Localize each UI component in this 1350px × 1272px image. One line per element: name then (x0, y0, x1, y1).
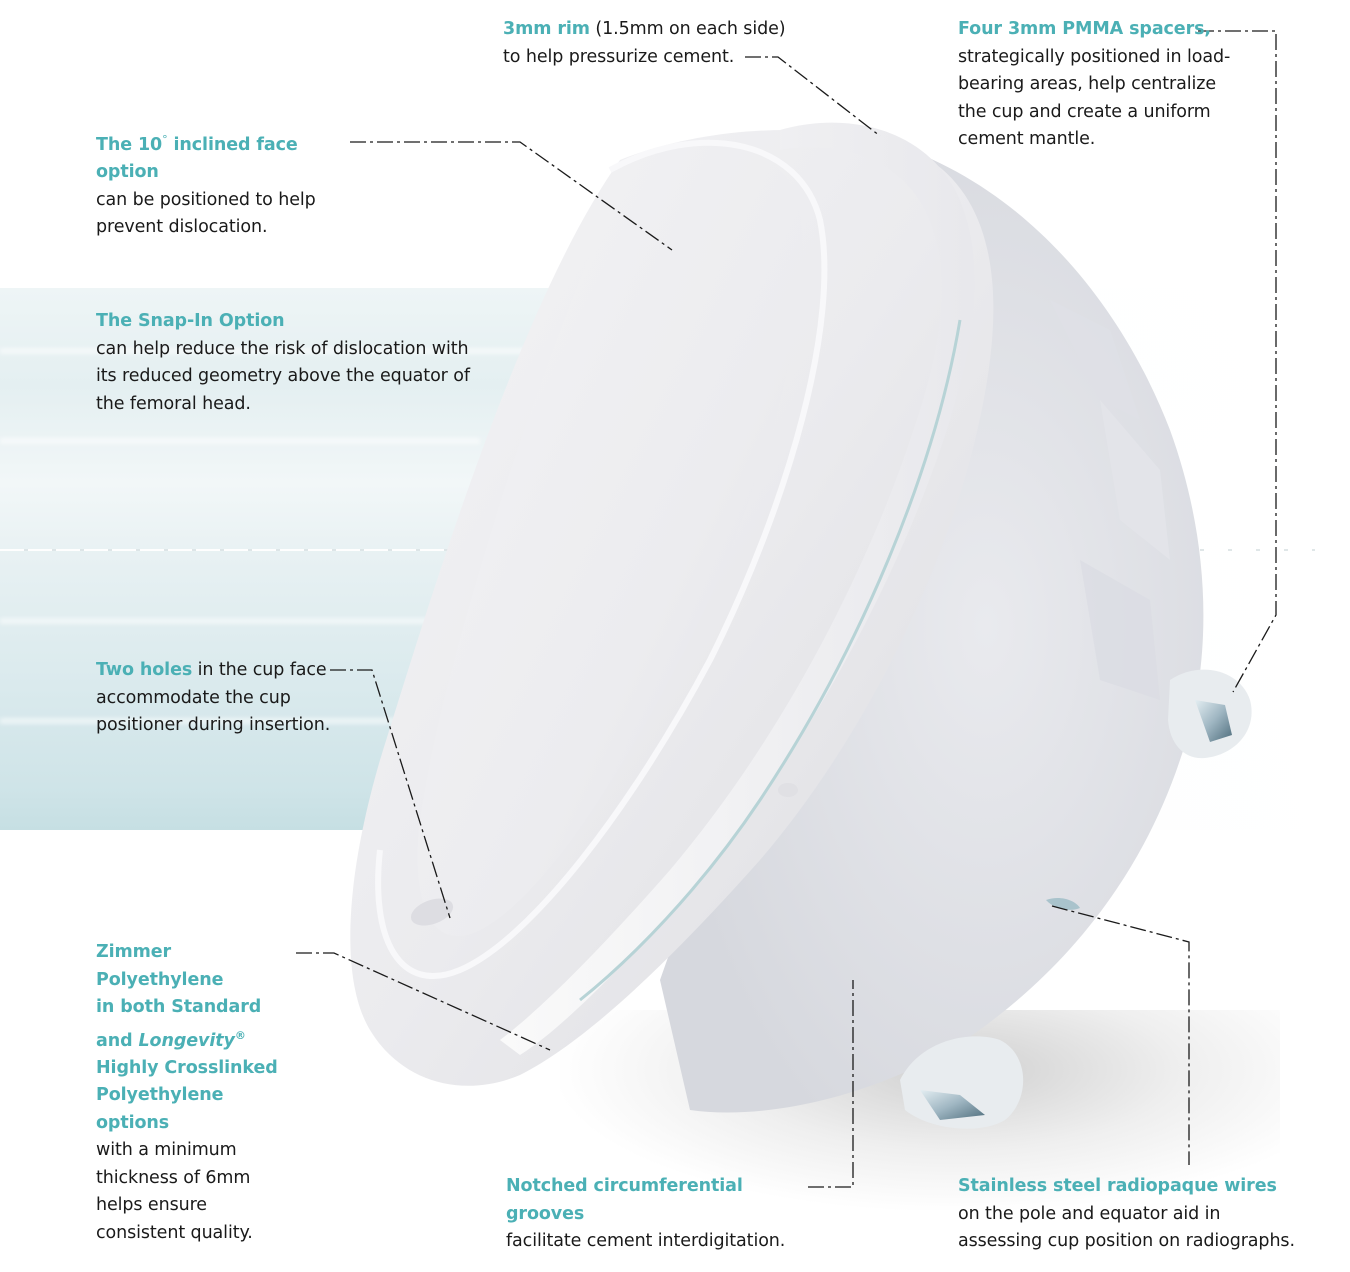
callout-holes-line: positioner during insertion. (96, 715, 331, 735)
callout-rim-line2: to help pressurize cement. (503, 46, 735, 67)
registered-mark: ® (234, 1028, 246, 1042)
callout-wires-title: Stainless steel radiopaque wires (958, 1176, 1277, 1196)
callout-poly-line: helps ensure (96, 1195, 207, 1216)
callout-inclined-face: The 10° inclined face option can be posi… (96, 126, 366, 242)
longevity-brand: Longevity (138, 1030, 235, 1051)
callout-snapin-title: The Snap-In Option (96, 311, 285, 331)
leader-rim (745, 56, 881, 137)
callout-wires-line: on the pole and equator aid in (958, 1203, 1221, 1224)
callout-wires-line: assessing cup position on radiographs. (958, 1231, 1295, 1251)
callout-radiopaque-wires: Stainless steel radiopaque wires on the … (958, 1173, 1318, 1256)
callout-grooves-line: facilitate cement interdigitation. (506, 1231, 786, 1251)
leader-inclined (350, 141, 673, 251)
callout-snapin-line: can help reduce the risk of dislocation … (96, 338, 469, 359)
callout-rim-detail: (1.5mm on each side) (589, 19, 786, 39)
leader-grooves (808, 980, 854, 1188)
callout-rim: 3mm rim (1.5mm on each side) to help pre… (503, 16, 803, 71)
leader-holes (330, 669, 451, 919)
callout-inclined-line: prevent dislocation. (96, 217, 268, 238)
band-streak (0, 618, 520, 624)
leader-wires (1051, 905, 1190, 1165)
and-word: and (96, 1030, 139, 1051)
band-streak (0, 438, 480, 444)
callout-poly-title-line: Polyethylene options (96, 1085, 224, 1133)
band-streak (0, 718, 420, 724)
callout-spacers: Four 3mm PMMA spacers, strategically pos… (958, 16, 1258, 154)
callout-poly-line: consistent quality. (96, 1222, 253, 1243)
leader-spacers (1198, 30, 1277, 693)
callout-inclined-title: The 10° inclined face option (96, 126, 366, 187)
callout-snapin-line: the femoral head. (96, 393, 251, 414)
leader-polyethylene (296, 952, 551, 1051)
band-streak (0, 348, 560, 354)
degree-symbol: ° (162, 133, 168, 146)
callout-grooves-title: Notched circumferential grooves (506, 1176, 743, 1224)
callout-spacers-line: strategically positioned in load- (958, 46, 1231, 67)
callout-two-holes: Two holes in the cup face accommodate th… (96, 657, 346, 740)
callout-rim-line1: 3mm rim (1.5mm on each side) (503, 16, 803, 44)
callout-inclined-title-post: inclined face option (96, 134, 298, 183)
callout-holes-title: Two holes (96, 660, 193, 680)
callout-poly-title-line: Zimmer Polyethylene (96, 942, 224, 990)
callout-poly-line: with a minimum (96, 1140, 237, 1161)
callout-spacers-line: bearing areas, help centralize (958, 74, 1217, 94)
callout-rim-title: 3mm rim (503, 19, 590, 39)
callout-snap-in: The Snap-In Option can help reduce the r… (96, 308, 486, 418)
callout-inclined-title-pre: The 10 (96, 134, 163, 155)
callout-spacers-line: the cup and create a uniform (958, 101, 1211, 122)
callout-polyethylene: Zimmer Polyethylene in both Standard and… (96, 939, 296, 1247)
callout-holes-line1: Two holes in the cup face (96, 657, 346, 685)
callout-inclined-line: can be positioned to help (96, 189, 316, 210)
callout-poly-title-line: in both Standard (96, 997, 262, 1017)
callout-grooves: Notched circumferential grooves facilita… (506, 1173, 806, 1256)
callout-spacers-title: Four 3mm PMMA spacers, (958, 19, 1211, 39)
callout-spacers-line: cement mantle. (958, 129, 1096, 149)
callout-poly-title-line: Highly Crosslinked (96, 1057, 278, 1078)
callout-snapin-line: its reduced geometry above the equator o… (96, 366, 470, 386)
callout-poly-line: thickness of 6mm (96, 1167, 251, 1188)
callout-poly-title-line: and Longevity® (96, 1022, 296, 1055)
callout-holes-detail: in the cup face (192, 660, 327, 680)
callout-holes-line: accommodate the cup (96, 687, 291, 708)
